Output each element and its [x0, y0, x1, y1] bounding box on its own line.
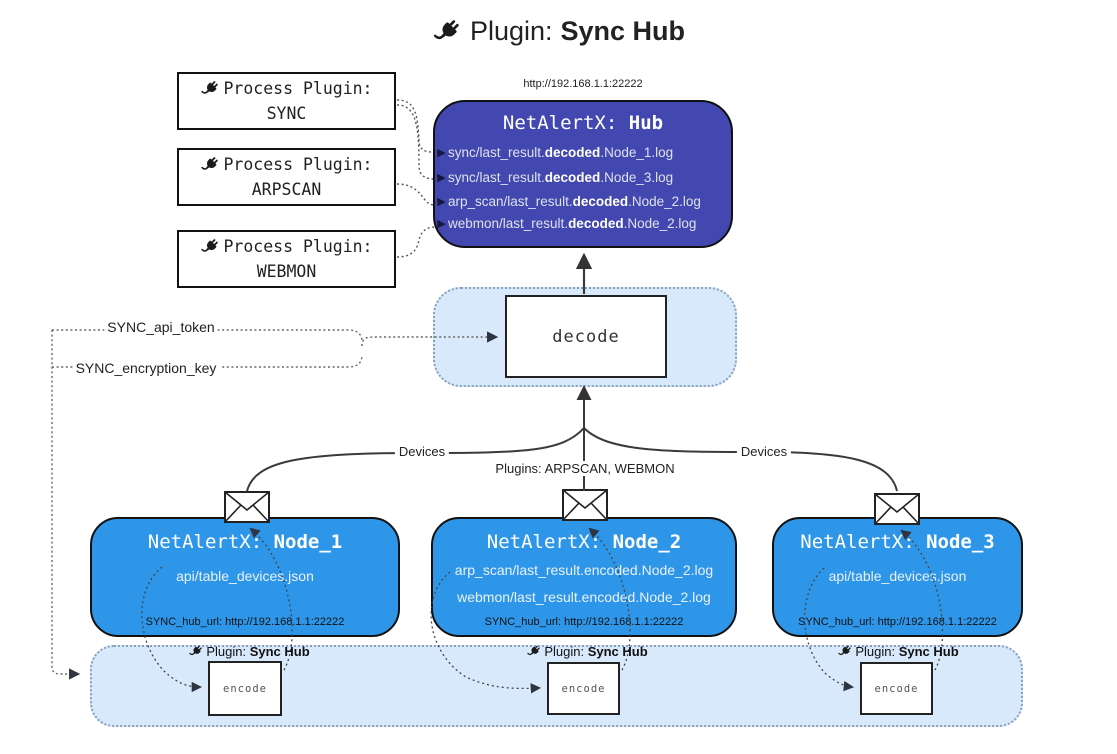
node-hub-url: SYNC_hub_url: http://192.168.1.1:22222 — [484, 616, 684, 628]
hub-title: NetAlertX: Hub — [435, 112, 731, 134]
page-title-prefix: Plugin: — [469, 16, 553, 46]
process-plugin-box-webmon: Process Plugin: WEBMON — [177, 230, 396, 288]
node-box-node-2: NetAlertX: Node_2 arp_scan/last_result.e… — [431, 517, 737, 637]
hub-log-row: ▶ webmon/last_result.decoded.Node_2.log — [435, 212, 731, 234]
log-path: sync/last_result.decoded.Node_3.log — [448, 170, 674, 185]
log-path: arp_scan/last_result.decoded.Node_2.log — [448, 193, 701, 209]
hub-title-prefix: NetAlertX: — [502, 112, 629, 134]
hub-log-row: ▶ arp_scan/last_result.decoded.Node_2.lo… — [435, 190, 731, 212]
log-path: webmon/last_result.decoded.Node_2.log — [448, 215, 697, 231]
arrow-right-icon: ▶ — [437, 217, 446, 230]
encode-box: encode — [208, 661, 282, 716]
process-plugin-name: ARPSCAN — [251, 180, 322, 199]
log-path: sync/last_result.decoded.Node_1.log — [448, 145, 674, 160]
node-file: api/table_devices.json — [176, 568, 314, 584]
config-sync-api-token: SYNC_api_token — [104, 319, 218, 335]
plug-icon — [432, 17, 462, 47]
node-title: NetAlertX: Node_2 — [486, 531, 682, 553]
plug-icon — [526, 644, 541, 659]
hub-log-list: ▶ sync/last_result.decoded.Node_1.log ▶ … — [435, 140, 731, 234]
hub-url: http://192.168.1.1:22222 — [523, 78, 643, 90]
process-plugin-box-sync: Process Plugin: SYNC — [177, 72, 396, 130]
edge-sync-to-row1 — [396, 99, 434, 153]
arrow-right-icon: ▶ — [437, 195, 446, 208]
page-title: Plugin: Sync Hub — [0, 16, 1117, 47]
page-title-name: Sync Hub — [560, 16, 686, 46]
encode-section-label: Plugin: Sync Hub — [188, 644, 310, 659]
hub-log-row: ▶ sync/last_result.decoded.Node_3.log — [435, 165, 731, 190]
edge-node1-up — [246, 427, 585, 492]
node-hub-url: SYNC_hub_url: http://192.168.1.1:22222 — [145, 616, 345, 628]
encode-box: encode — [860, 662, 933, 715]
edge-config-to-encode-section — [51, 330, 81, 680]
node-box-node-1: NetAlertX: Node_1 api/table_devices.json… — [90, 517, 400, 637]
edge-node3-up — [583, 427, 898, 492]
process-plugin-label: Process Plugin: — [223, 155, 373, 174]
encode-section-label: Plugin: Sync Hub — [837, 644, 959, 659]
hub-box: NetAlertX: Hub ▶ sync/last_result.decode… — [433, 100, 733, 248]
process-plugin-label: Process Plugin: — [223, 79, 373, 98]
encode-box: encode — [547, 662, 620, 715]
edge-sync-to-row2 — [396, 104, 434, 180]
node-title: NetAlertX: Node_3 — [800, 531, 995, 553]
envelope-icon — [562, 489, 608, 521]
plug-icon — [200, 79, 220, 99]
edge-label-plugins: Plugins: ARPSCAN, WEBMON — [491, 461, 679, 476]
encode-section-label: Plugin: Sync Hub — [526, 644, 648, 659]
node-title: NetAlertX: Node_1 — [147, 531, 343, 553]
node-file: webmon/last_result.encoded.Node_2.log — [457, 589, 711, 605]
hub-log-row: ▶ sync/last_result.decoded.Node_1.log — [435, 140, 731, 165]
hub-title-name: Hub — [628, 112, 664, 134]
envelope-icon — [874, 493, 920, 525]
arrow-right-icon: ▶ — [437, 172, 446, 184]
edge-label-devices-left: Devices — [394, 444, 450, 459]
process-plugin-name: SYNC — [266, 104, 307, 123]
plug-icon — [200, 237, 220, 257]
process-plugin-label: Process Plugin: — [223, 237, 373, 256]
node-box-node-3: NetAlertX: Node_3 api/table_devices.json… — [772, 517, 1023, 637]
edge-webmon-to-row4 — [396, 226, 436, 258]
envelope-icon — [224, 491, 270, 523]
plug-icon — [200, 155, 220, 175]
node-file-list: api/table_devices.json — [92, 563, 398, 590]
decode-box: decode — [505, 295, 667, 378]
config-sync-encryption-key: SYNC_encryption_key — [72, 360, 220, 376]
node-file: arp_scan/last_result.encoded.Node_2.log — [454, 562, 714, 578]
node-file-list: arp_scan/last_result.encoded.Node_2.log … — [433, 557, 735, 611]
node-file: api/table_devices.json — [828, 568, 967, 584]
edge-arpscan-to-row3 — [396, 183, 437, 206]
plug-icon — [837, 644, 852, 659]
edge-label-devices-right: Devices — [736, 444, 792, 459]
plug-icon — [188, 644, 203, 659]
node-hub-url: SYNC_hub_url: http://192.168.1.1:22222 — [798, 616, 997, 628]
node-file-list: api/table_devices.json — [774, 563, 1021, 590]
process-plugin-box-arpscan: Process Plugin: ARPSCAN — [177, 148, 396, 206]
arrow-right-icon: ▶ — [437, 147, 446, 159]
process-plugin-name: WEBMON — [256, 262, 317, 281]
